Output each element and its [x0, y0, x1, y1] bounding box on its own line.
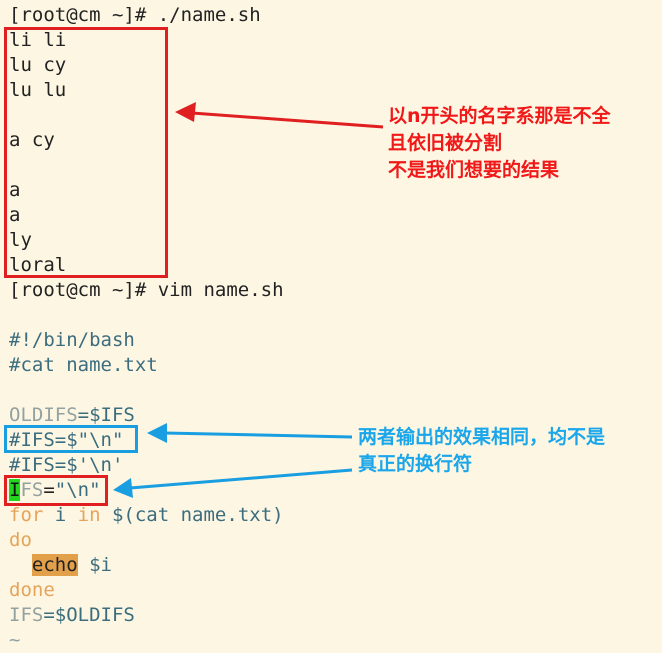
terminal-segment: li li — [9, 29, 67, 51]
blue-arrowhead — [147, 423, 167, 443]
terminal-line: #cat name.txt — [9, 353, 659, 378]
terminal-line: lu lu — [9, 78, 659, 103]
terminal-segment: i — [43, 504, 78, 526]
terminal-line: a cy — [9, 128, 659, 153]
blue-annotation: 两者输出的效果相同，均不是 真正的换行符 — [358, 424, 605, 478]
terminal-line: echo $i — [9, 553, 659, 578]
terminal-line: loral — [9, 253, 659, 278]
terminal-segment: for — [9, 504, 44, 526]
terminal-line: OLDIFS=$IFS — [9, 403, 659, 428]
echo-highlight: echo — [31, 554, 78, 576]
terminal-segment: $(cat name.txt) — [100, 504, 284, 526]
terminal-line: a — [9, 203, 659, 228]
terminal-segment: [root@cm ~]# vim name.sh — [9, 279, 284, 301]
terminal-line: ly — [9, 228, 659, 253]
blue-arrowhead — [113, 478, 133, 498]
terminal-segment: #!/bin/bash — [9, 329, 135, 351]
terminal-line: #IFS=$"\n" — [9, 428, 659, 453]
ifs-dollar-highlight-box — [4, 425, 138, 453]
ifs-plain-highlight-box — [4, 475, 108, 506]
terminal-segment: = — [43, 479, 55, 501]
terminal-segment: do — [9, 529, 32, 551]
terminal[interactable]: [root@cm ~]# ./name.sh li li lu cy lu lu… — [9, 3, 659, 653]
terminal-segment: a — [9, 204, 21, 226]
terminal-segment: lu lu — [9, 79, 67, 101]
annotation-line: 两者输出的效果相同，均不是 — [358, 426, 606, 448]
terminal-line: do — [9, 528, 659, 553]
terminal-segment: ~ — [9, 629, 21, 651]
terminal-line: #!/bin/bash — [9, 328, 659, 353]
terminal-line: for i in $(cat name.txt) — [9, 503, 659, 528]
terminal-segment: OLDIFS — [9, 404, 78, 426]
terminal-line: li li — [9, 28, 659, 53]
annotation-line: 真正的换行符 — [358, 453, 473, 475]
output-highlight-box — [4, 27, 168, 278]
terminal-segment: loral — [9, 254, 67, 276]
annotation-line: 以n开头的名字系那是不全 — [388, 105, 611, 127]
terminal-segment: =$IFS — [77, 404, 135, 426]
terminal-segment: ly — [9, 229, 32, 251]
terminal-line: #IFS=$'\n' — [9, 453, 659, 478]
annotation-line: 不是我们想要的结果 — [388, 159, 560, 181]
terminal-segment: done — [9, 579, 55, 601]
terminal-line: done — [9, 578, 659, 603]
red-annotation: 以n开头的名字系那是不全 且依旧被分割 不是我们想要的结果 — [388, 103, 611, 184]
terminal-segment: a — [9, 179, 21, 201]
red-arrowhead — [175, 102, 196, 122]
terminal-segment: in — [77, 504, 101, 526]
terminal-segment: IFS — [9, 604, 44, 626]
terminal-segment: #IFS=$"\n" — [9, 429, 124, 451]
terminal-line: ~ — [9, 628, 659, 653]
terminal-line: IFS="\n" — [9, 478, 659, 503]
terminal-segment: "\n" — [54, 479, 101, 501]
terminal-segment: #cat name.txt — [9, 354, 158, 376]
terminal-segment: =$OLDIFS — [43, 604, 135, 626]
terminal-segment: a cy — [9, 129, 55, 151]
blue-arrow-line — [163, 431, 353, 439]
terminal-segment: [root@cm ~]# ./name.sh — [9, 4, 261, 26]
blue-arrow-line — [129, 468, 353, 490]
annotation-line: 且依旧被分割 — [388, 132, 503, 154]
text-cursor: I — [9, 479, 21, 501]
terminal-line: IFS=$OLDIFS — [9, 603, 659, 628]
terminal-line: [root@cm ~]# vim name.sh — [9, 278, 659, 303]
terminal-segment: lu cy — [9, 54, 67, 76]
red-arrow-line — [191, 111, 384, 129]
terminal-line: [root@cm ~]# ./name.sh — [9, 3, 659, 28]
terminal-line: lu cy — [9, 53, 659, 78]
terminal-segment: FS — [20, 479, 44, 501]
terminal-line: a — [9, 178, 659, 203]
terminal-segment: $i — [77, 554, 112, 576]
terminal-segment: #IFS=$'\n' — [9, 454, 124, 476]
